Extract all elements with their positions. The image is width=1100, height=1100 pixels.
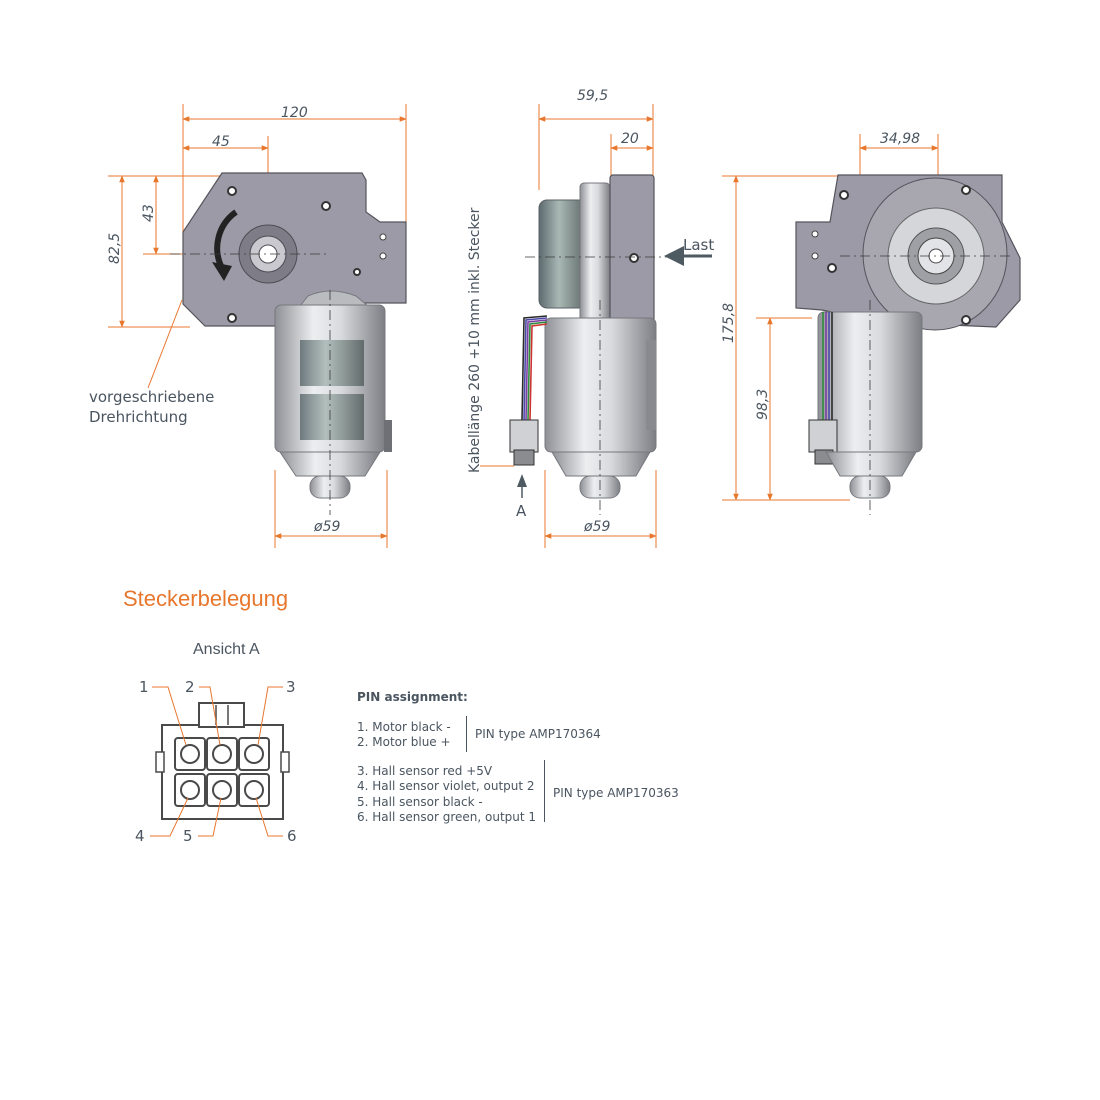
connector-section-heading: Steckerbelegung [123,586,289,611]
side-mounting-plate [609,174,655,331]
rear-mounting-hole-icon [827,185,971,325]
load-arrow-icon [664,246,684,266]
rear-dimension-lines [722,134,939,501]
dim-height-98-3: 98,3 [755,389,771,420]
pin-entry: 5. Hall sensor black - [357,794,483,809]
pin-type-motor: PIN type AMP170364 [475,726,601,741]
connector-view-a: 1 2 3 4 5 6 [135,678,297,845]
dim-offset-34-98: 34,98 [880,131,920,147]
pin-type-hall: PIN type AMP170363 [553,785,679,800]
dim-diameter-59-side: ø59 [583,519,610,535]
pin-number-3: 3 [286,678,296,696]
connector-view-label: Ansicht A [193,641,260,658]
rotation-note-line2: Drehrichtung [89,408,188,426]
pin-entry: 1. Motor black - [357,719,451,734]
pin-assignment-table: PIN assignment: 1. Motor black - 2. Moto… [357,690,679,828]
rotation-note-line1: vorgeschriebene [89,388,214,406]
front-view: 120 45 82,5 43 ø59 vorgeschriebene Drehr… [89,104,407,548]
load-label: Last [683,236,714,254]
pin-assignment-title: PIN assignment: [357,690,468,704]
mounting-hole-icon [227,186,361,323]
rotation-direction-icon [214,209,238,270]
view-a-arrow-icon [517,474,527,487]
connector-latch [198,702,245,728]
pin-number-2: 2 [185,678,195,696]
cable-length-label: Kabellänge 260 +10 mm inkl. Stecker [467,207,483,473]
pin-number-4: 4 [135,827,145,845]
pin-group-hall: 3. Hall sensor red +5V 4. Hall sensor vi… [357,759,679,828]
pin-entry: 6. Hall sensor green, output 1 [357,810,537,824]
side-connector-plug [509,419,539,453]
pin-entry: 3. Hall sensor red +5V [357,763,493,778]
dim-height-82-5: 82,5 [107,233,123,264]
rear-connector-plug [808,419,838,453]
dim-diameter-59-front: ø59 [313,519,340,535]
dim-height-175-8: 175,8 [721,303,737,343]
pin-group-motor: 1. Motor black - 2. Motor blue + PIN typ… [357,715,601,754]
group-divider [544,759,545,822]
dim-width-59-5: 59,5 [577,88,608,104]
side-view: 59,5 20 ø59 Kabellänge 260 +10 mm inkl. … [467,88,714,548]
pin-number-5: 5 [183,827,193,845]
pin-number-1: 1 [139,678,149,696]
dim-offset-20: 20 [621,131,639,147]
dim-height-43: 43 [141,204,157,222]
front-dimension-lines [108,104,407,548]
group-divider [466,715,467,752]
dim-offset-45: 45 [212,134,230,150]
pin-number-6: 6 [287,827,297,845]
pin-leader-lines [150,686,283,837]
rear-view: 34,98 175,8 98,3 [721,131,1021,515]
dim-width-120: 120 [281,105,308,121]
side-cable-bundle [521,315,548,421]
pin-entry: 4. Hall sensor violet, output 2 [357,779,535,793]
pin-cell-icon [174,737,270,807]
side-motor-housing [544,317,657,453]
pin-entry: 2. Motor blue + [357,735,451,749]
view-a-marker: A [516,502,527,520]
